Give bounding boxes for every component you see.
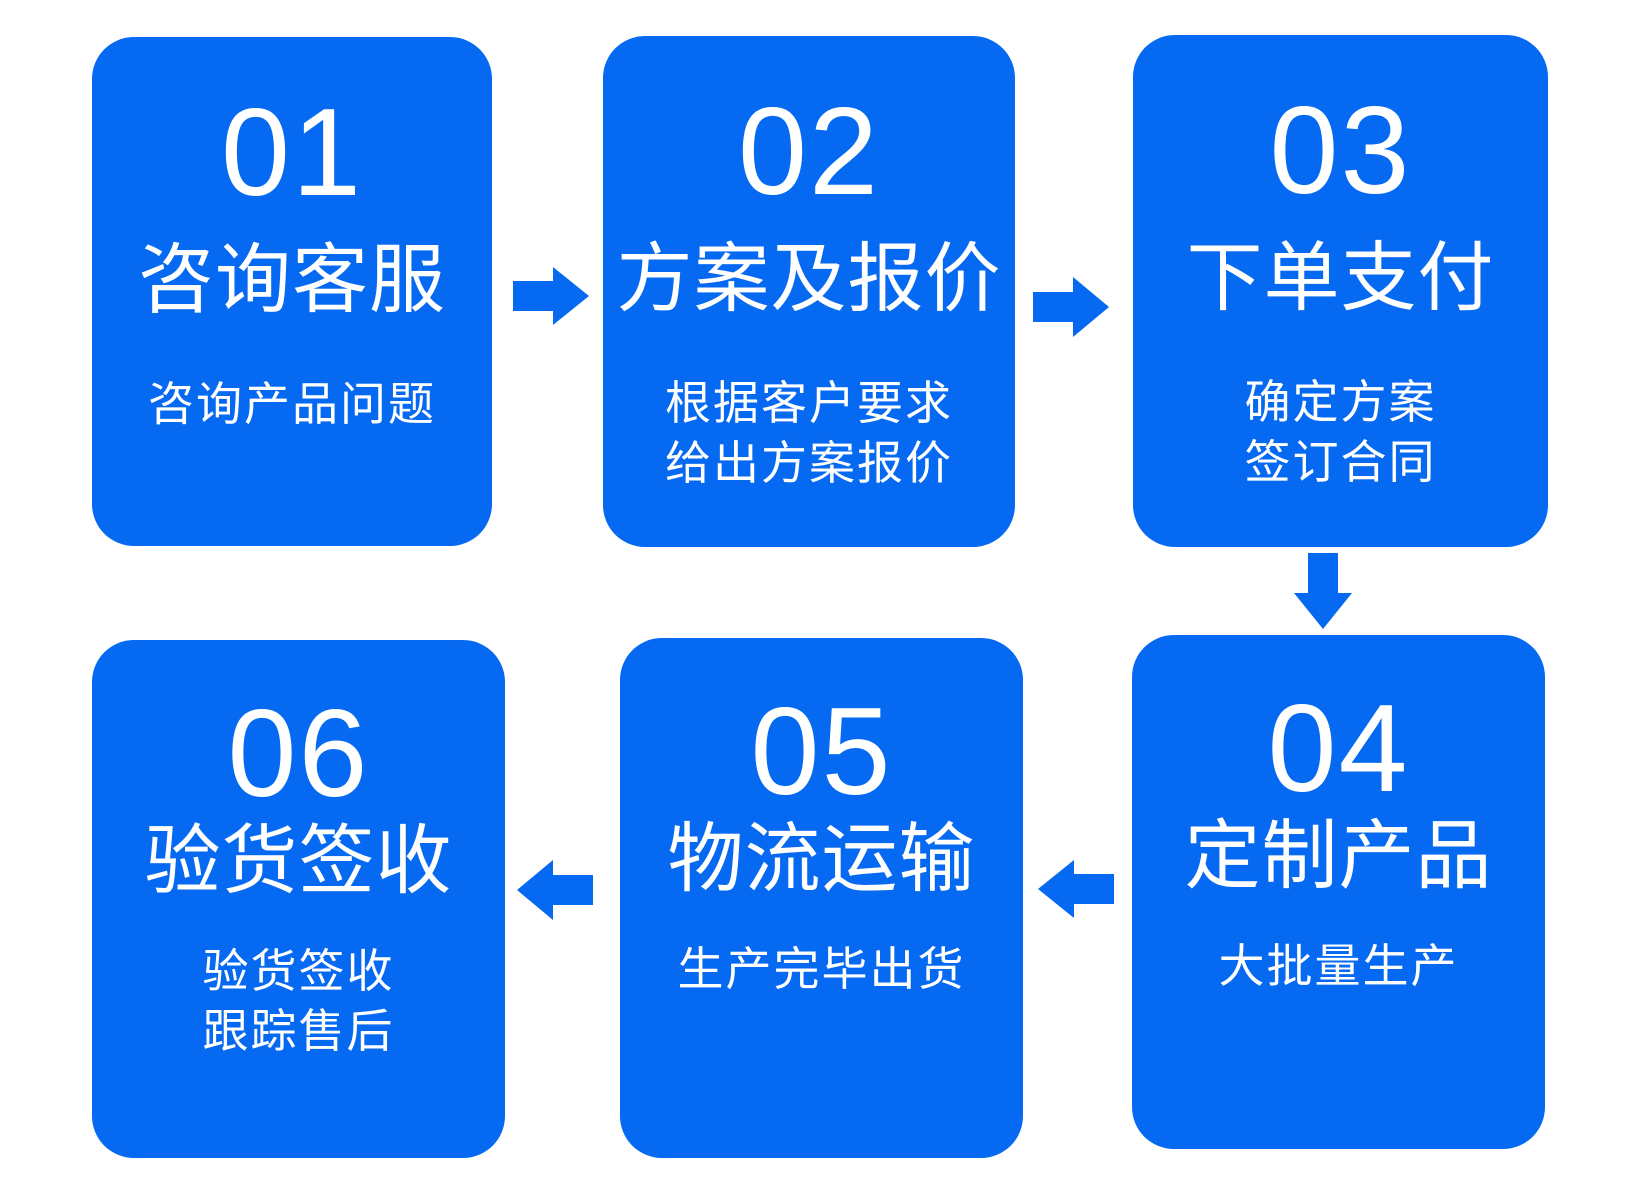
step-title: 咨询客服 [138, 238, 446, 323]
step-description-line: 给出方案报价 [665, 436, 953, 489]
step-description-line: 确定方案 [1244, 375, 1437, 428]
step-description-line: 签订合同 [1244, 435, 1437, 488]
step-number: 02 [738, 83, 880, 221]
step-description-line: 跟踪售后 [202, 1004, 395, 1057]
arrow-right-01-to-02-icon [513, 267, 589, 325]
step-box-02: 02 方案及报价 根据客户要求 给出方案报价 [603, 36, 1015, 547]
step-number: 04 [1267, 680, 1410, 818]
step-number: 03 [1269, 82, 1412, 220]
step-number: 01 [221, 84, 363, 222]
step-description-line: 生产完毕出货 [677, 942, 966, 995]
step-box-04: 04 定制产品 大批量生产 [1132, 635, 1545, 1149]
step-number: 06 [227, 685, 370, 823]
arrow-left-04-to-05-icon [1038, 860, 1114, 918]
arrow-left-05-to-06-icon [517, 860, 593, 920]
step-box-06: 06 验货签收 验货签收 跟踪售后 [92, 640, 505, 1158]
step-title: 下单支付 [1186, 236, 1495, 321]
step-title: 验货签收 [144, 819, 453, 904]
step-description-line: 根据客户要求 [665, 376, 953, 429]
step-description-line: 大批量生产 [1218, 939, 1459, 992]
step-box-05: 05 物流运输 生产完毕出货 [620, 638, 1023, 1158]
arrow-right-02-to-03-icon [1033, 277, 1109, 337]
step-description-line: 验货签收 [202, 944, 395, 997]
step-title: 定制产品 [1184, 814, 1493, 899]
step-title: 方案及报价 [616, 237, 1002, 322]
step-box-03: 03 下单支付 确定方案 签订合同 [1133, 35, 1548, 547]
step-title: 物流运输 [667, 817, 976, 902]
arrow-down-03-to-04-icon [1294, 553, 1352, 629]
step-number: 05 [750, 683, 893, 821]
step-description-line: 咨询产品问题 [148, 377, 436, 430]
step-box-01: 01 咨询客服 咨询产品问题 [92, 37, 492, 546]
